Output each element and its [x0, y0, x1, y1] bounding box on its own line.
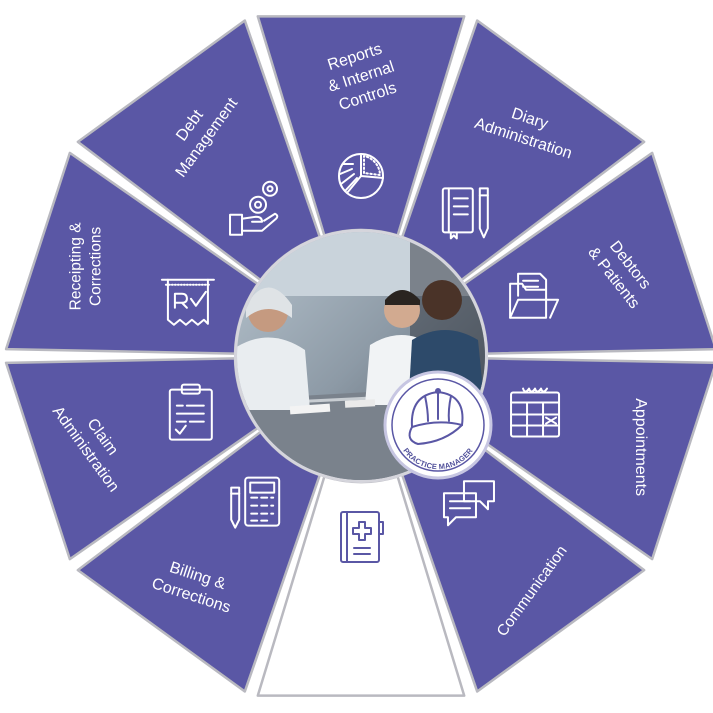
- segment-label-receipting: Receipting &Corrections: [68, 222, 105, 311]
- segments-layer: Reports& InternalControls DiaryAdministr…: [4, 15, 713, 697]
- calculator-pencil-icon: [230, 476, 281, 529]
- segment-label-line: Corrections: [88, 227, 105, 306]
- practice-manager-logo[interactable]: PRACTICE MANAGER: [383, 370, 493, 480]
- segment-label-appointments: Appointments: [632, 398, 649, 496]
- calendar-icon: [510, 387, 561, 438]
- folder-icon: [509, 272, 560, 319]
- chat-bubbles-icon: [442, 480, 495, 527]
- pie-chart-icon: [338, 153, 384, 199]
- receipt-icon: [160, 278, 215, 326]
- notebook-pencil-icon: [441, 187, 489, 240]
- segment-label-line: Appointments: [632, 398, 649, 496]
- segment-receipting[interactable]: Receipting &Corrections: [4, 151, 259, 355]
- segment-appointments[interactable]: Appointments: [463, 357, 713, 561]
- cap-icon: [408, 388, 464, 445]
- segment-debtors[interactable]: Debtors& Patients: [463, 151, 713, 355]
- medical-record-icon: [340, 511, 384, 563]
- segment-label-line: Receipting &: [68, 222, 85, 311]
- segment-debt[interactable]: DebtManagement: [76, 19, 322, 282]
- segment-reports[interactable]: Reports& InternalControls: [256, 15, 466, 237]
- hand-coins-icon: [229, 180, 279, 236]
- clipboard-icon: [168, 383, 213, 441]
